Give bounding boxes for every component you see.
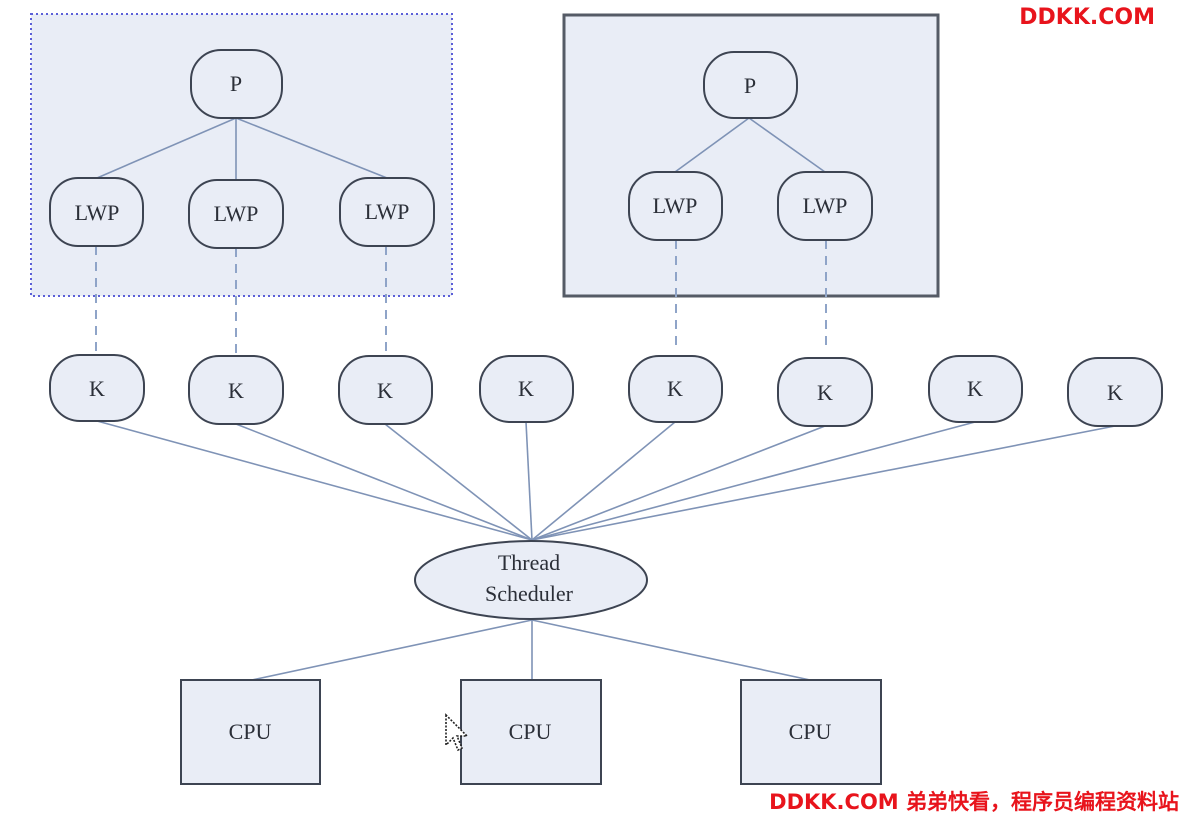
- kernel-thread-label: K: [1107, 380, 1123, 405]
- edge-k2-scheduler: [235, 423, 533, 541]
- edge-k3-scheduler: [384, 423, 533, 541]
- edge-p1-lwp3: [235, 117, 388, 179]
- lwp-node-label: LWP: [75, 200, 120, 225]
- edge-p1-lwp1: [96, 117, 237, 179]
- edge-k5-scheduler: [531, 421, 676, 541]
- cpu-label: CPU: [789, 719, 832, 744]
- edge-scheduler-cpu1: [251, 619, 533, 681]
- cpu-label: CPU: [509, 719, 552, 744]
- lwp-node-label: LWP: [365, 199, 410, 224]
- kernel-thread-3: K: [338, 355, 433, 425]
- edge-k8-scheduler: [531, 425, 1116, 541]
- edge-k6-scheduler: [531, 425, 826, 541]
- kernel-thread-4: K: [479, 355, 574, 423]
- kernel-thread-label: K: [967, 376, 983, 401]
- kernel-thread-label: K: [377, 378, 393, 403]
- watermark-bottom: DDKK.COM 弟弟快看，程序员编程资料站: [769, 790, 1179, 814]
- cpu-1: CPU: [180, 679, 321, 785]
- edge-k4-scheduler: [525, 421, 533, 541]
- scheduler-label-line2: Scheduler: [485, 581, 574, 606]
- lwp-node-label: LWP: [653, 193, 698, 218]
- process-node-label: P: [230, 71, 242, 96]
- process-node-1: P: [190, 49, 283, 119]
- kernel-thread-label: K: [228, 378, 244, 403]
- kernel-thread-label: K: [89, 376, 105, 401]
- lwp-node-label: LWP: [214, 201, 259, 226]
- edge-k1-scheduler: [96, 420, 533, 541]
- cpu-2: CPU: [460, 679, 602, 785]
- edge-k7-scheduler: [531, 421, 976, 541]
- cpu-label: CPU: [229, 719, 272, 744]
- thread-scheduler: Thread Scheduler: [414, 540, 648, 620]
- lwp-node-1: LWP: [49, 177, 144, 247]
- cpu-3: CPU: [740, 679, 882, 785]
- kernel-thread-2: K: [188, 355, 284, 425]
- kernel-thread-1: K: [49, 354, 145, 422]
- kernel-thread-label: K: [518, 376, 534, 401]
- lwp-node-2: LWP: [188, 179, 284, 249]
- scheduler-label-line1: Thread: [498, 550, 560, 575]
- edge-p2-lwp2: [748, 117, 826, 173]
- process-node-2: P: [703, 51, 798, 119]
- edge-scheduler-cpu3: [531, 619, 811, 681]
- watermark-top: DDKK.COM: [1019, 5, 1155, 30]
- kernel-thread-8: K: [1067, 357, 1163, 427]
- lwp-node-5: LWP: [777, 171, 873, 241]
- mouse-pointer-icon: [445, 713, 469, 752]
- kernel-thread-6: K: [777, 357, 873, 427]
- kernel-thread-label: K: [667, 376, 683, 401]
- kernel-thread-7: K: [928, 355, 1023, 423]
- process-node-label: P: [744, 73, 756, 98]
- lwp-node-4: LWP: [628, 171, 723, 241]
- lwp-node-label: LWP: [803, 193, 848, 218]
- lwp-node-3: LWP: [339, 177, 435, 247]
- edge-p2-lwp1: [674, 117, 750, 173]
- kernel-thread-5: K: [628, 355, 723, 423]
- kernel-thread-label: K: [817, 380, 833, 405]
